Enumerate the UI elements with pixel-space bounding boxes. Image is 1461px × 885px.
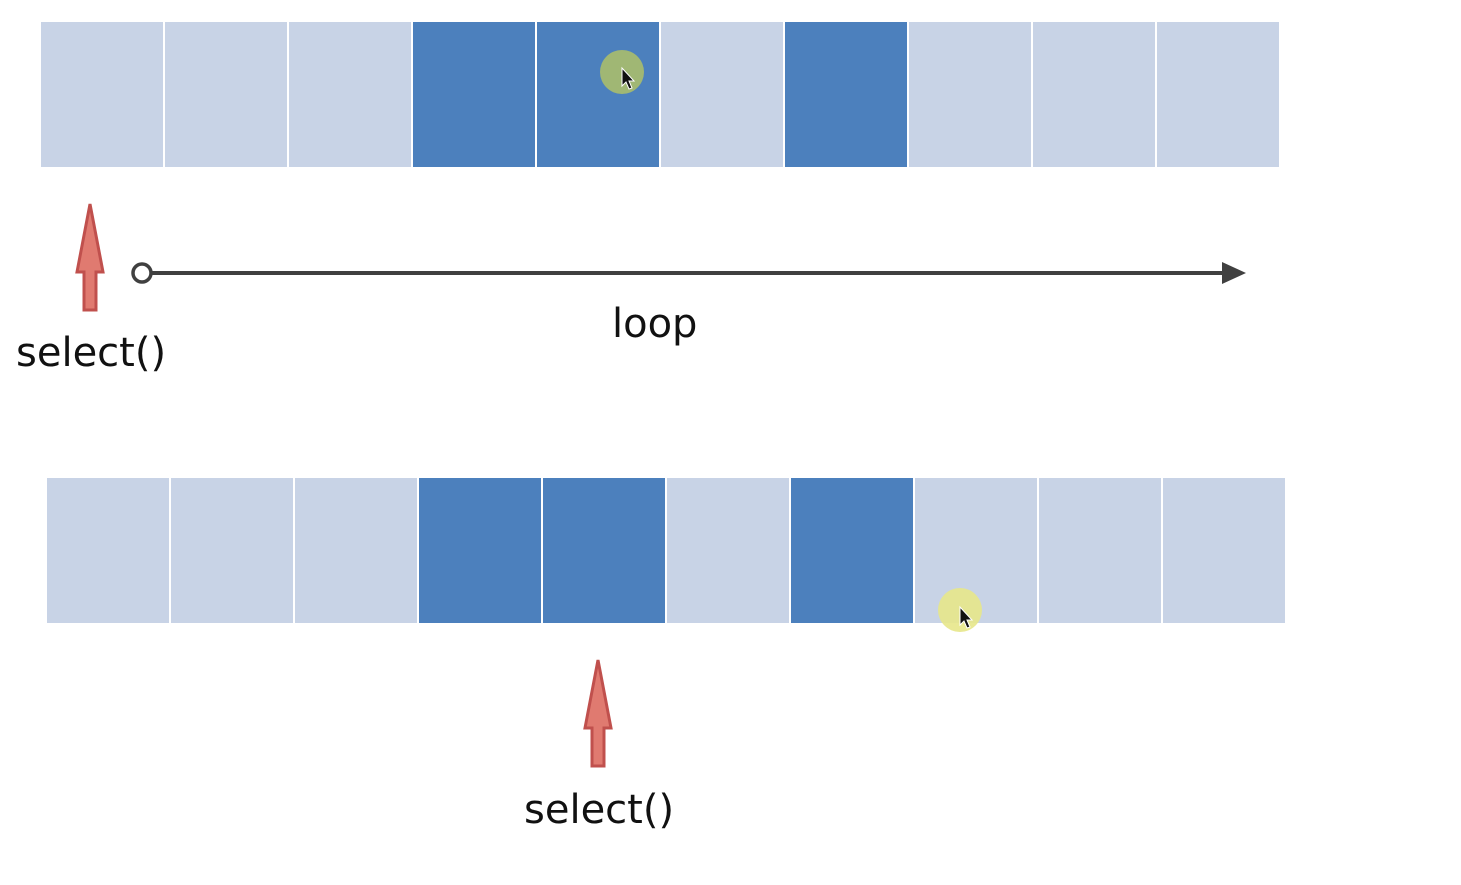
buffer-cell-filled bbox=[791, 478, 913, 623]
buffer-cell-empty bbox=[1039, 478, 1161, 623]
buffer-cell-empty bbox=[1163, 478, 1285, 623]
buffer-cell-filled bbox=[413, 22, 535, 167]
buffer-cell-filled bbox=[785, 22, 907, 167]
timeline-start-marker bbox=[131, 262, 153, 284]
buffer-cell-empty bbox=[1033, 22, 1155, 167]
bottom-buffer bbox=[47, 478, 1285, 623]
buffer-cell-filled bbox=[543, 478, 665, 623]
buffer-cell-empty bbox=[667, 478, 789, 623]
buffer-cell-empty bbox=[47, 478, 169, 623]
buffer-cell-empty bbox=[171, 478, 293, 623]
top-buffer bbox=[41, 22, 1279, 167]
loop-label: loop bbox=[612, 301, 698, 347]
buffer-cell-empty bbox=[909, 22, 1031, 167]
buffer-cell-empty bbox=[915, 478, 1037, 623]
timeline-arrow-icon bbox=[131, 262, 1246, 284]
pointer-arrow-icon bbox=[75, 203, 105, 312]
buffer-cell-empty bbox=[165, 22, 287, 167]
pointer-arrow-icon bbox=[583, 659, 613, 768]
buffer-cell-empty bbox=[41, 22, 163, 167]
buffer-cell-empty bbox=[289, 22, 411, 167]
select-label-top: select() bbox=[16, 330, 167, 376]
buffer-cell-empty bbox=[295, 478, 417, 623]
buffer-cell-filled bbox=[537, 22, 659, 167]
select-label-bottom: select() bbox=[524, 787, 675, 833]
buffer-cell-empty bbox=[661, 22, 783, 167]
buffer-cell-filled bbox=[419, 478, 541, 623]
buffer-cell-empty bbox=[1157, 22, 1279, 167]
